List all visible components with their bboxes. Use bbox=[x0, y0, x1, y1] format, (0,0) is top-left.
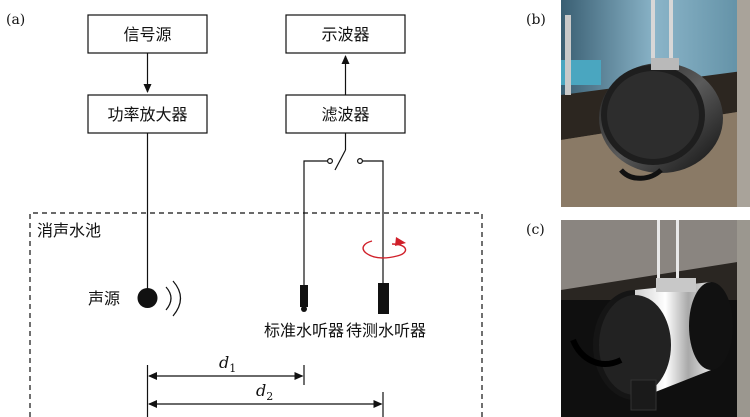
photo-b bbox=[561, 0, 750, 207]
power-amplifier-block: 功率放大器 bbox=[87, 94, 208, 134]
rotation-arrow-icon bbox=[362, 237, 407, 259]
signal-source-label: 信号源 bbox=[123, 25, 171, 44]
standard-hydrophone-label: 标准水听器 bbox=[264, 321, 344, 340]
panel-label-c: (c) bbox=[526, 222, 545, 238]
test-hydrophone-icon bbox=[378, 283, 389, 314]
distance-d1-label: d1 bbox=[219, 353, 236, 375]
anechoic-tank-label: 消声水池 bbox=[37, 221, 101, 240]
standard-hydrophone-icon bbox=[300, 285, 308, 307]
sound-wave-icon-outer bbox=[172, 280, 182, 317]
selector-switch bbox=[303, 133, 384, 285]
sound-wave-icon-inner bbox=[165, 286, 172, 311]
panel-label-b: (b) bbox=[526, 12, 546, 28]
sound-source-label: 声源 bbox=[88, 289, 120, 308]
filter-label: 滤波器 bbox=[321, 105, 369, 124]
signal-source-block: 信号源 bbox=[87, 14, 208, 54]
sound-source-icon bbox=[137, 288, 158, 308]
panel-label-a: (a) bbox=[6, 12, 25, 28]
photo-c bbox=[561, 220, 750, 417]
standard-hydrophone-tip bbox=[301, 306, 307, 312]
oscilloscope-block: 示波器 bbox=[285, 14, 406, 54]
distance-d2-label: d2 bbox=[256, 381, 273, 403]
anechoic-tank-boundary bbox=[29, 212, 483, 417]
test-hydrophone-label: 待测水听器 bbox=[346, 321, 426, 340]
filter-block: 滤波器 bbox=[285, 94, 406, 134]
power-amplifier-label: 功率放大器 bbox=[107, 105, 187, 124]
oscilloscope-label: 示波器 bbox=[321, 25, 369, 44]
